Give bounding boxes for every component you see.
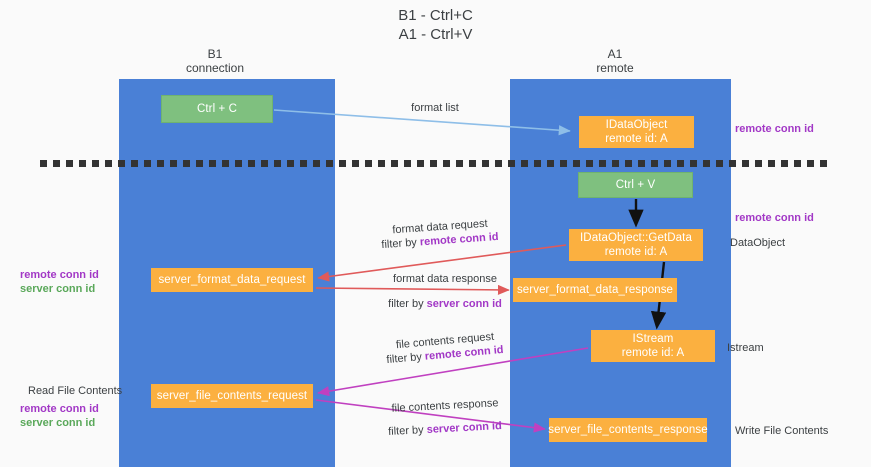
annotation-remote-conn-id-mid: remote conn id	[735, 212, 814, 224]
annotation-write-file-contents: Write File Contents	[735, 425, 829, 437]
column-header-a1-text: A1	[607, 47, 623, 61]
column-header-b1-text: B1	[207, 47, 223, 61]
annotation-remote-conn-id-top: remote conn id	[735, 123, 814, 135]
annotation-read-file-contents: Read File Contents	[28, 385, 123, 397]
column-header-a1-role: remote	[596, 61, 634, 75]
filter-value-remote-conn-id: remote conn id	[419, 230, 499, 249]
annotation-left-conn-ids-2: remote conn id server conn id	[20, 402, 99, 430]
box-idataobject[interactable]: IDataObject remote id: A	[579, 116, 694, 148]
edge-label-file-contents-response-filter: filter by server conn id	[355, 417, 535, 440]
annotation-left2-server-conn-id: server conn id	[20, 417, 96, 429]
box-server-format-data-response[interactable]: server_format_data_response	[513, 278, 677, 302]
box-ctrl-c[interactable]: Ctrl + C	[161, 95, 273, 123]
filter-value-server-conn-id: server conn id	[426, 298, 502, 310]
annotation-left2-remote-conn-id: remote conn id	[20, 403, 99, 415]
annotation-left-conn-ids: remote conn id server conn id	[20, 268, 99, 296]
annotation-data-object: DataObject	[730, 237, 786, 249]
edge-label-file-contents-response: file contents response	[391, 397, 499, 415]
page-title: B1 - Ctrl+C A1 - Ctrl+V	[398, 7, 473, 43]
separator-dashed-line	[40, 160, 833, 167]
filter-prefix: filter by	[381, 236, 421, 252]
filter-prefix: filter by	[388, 298, 427, 310]
box-ctrl-v[interactable]: Ctrl + V	[578, 172, 693, 198]
edge-label-format-data-response-filter: filter by server conn id	[355, 297, 535, 311]
column-header-b1-role: connection	[185, 61, 245, 75]
annotation-left-remote-conn-id: remote conn id	[20, 269, 99, 281]
filter-value-server-conn-id: server conn id	[426, 420, 503, 436]
box-server-file-contents-request[interactable]: server_file_contents_request	[151, 384, 313, 408]
box-idataobject-getdata[interactable]: IDataObject::GetData remote id: A	[569, 229, 703, 261]
box-istream[interactable]: IStream remote id: A	[591, 330, 715, 362]
annotation-left-server-conn-id: server conn id	[20, 283, 96, 295]
edge-label-format-data-response: format data response	[393, 273, 497, 285]
box-server-format-data-request[interactable]: server_format_data_request	[151, 268, 313, 292]
edge-label-format-list: format list	[411, 102, 459, 114]
annotation-istream: Istream	[727, 342, 764, 354]
filter-prefix: filter by	[387, 423, 427, 438]
filter-prefix: filter by	[386, 350, 426, 367]
box-server-file-contents-response[interactable]: server_file_contents_response	[548, 418, 708, 442]
